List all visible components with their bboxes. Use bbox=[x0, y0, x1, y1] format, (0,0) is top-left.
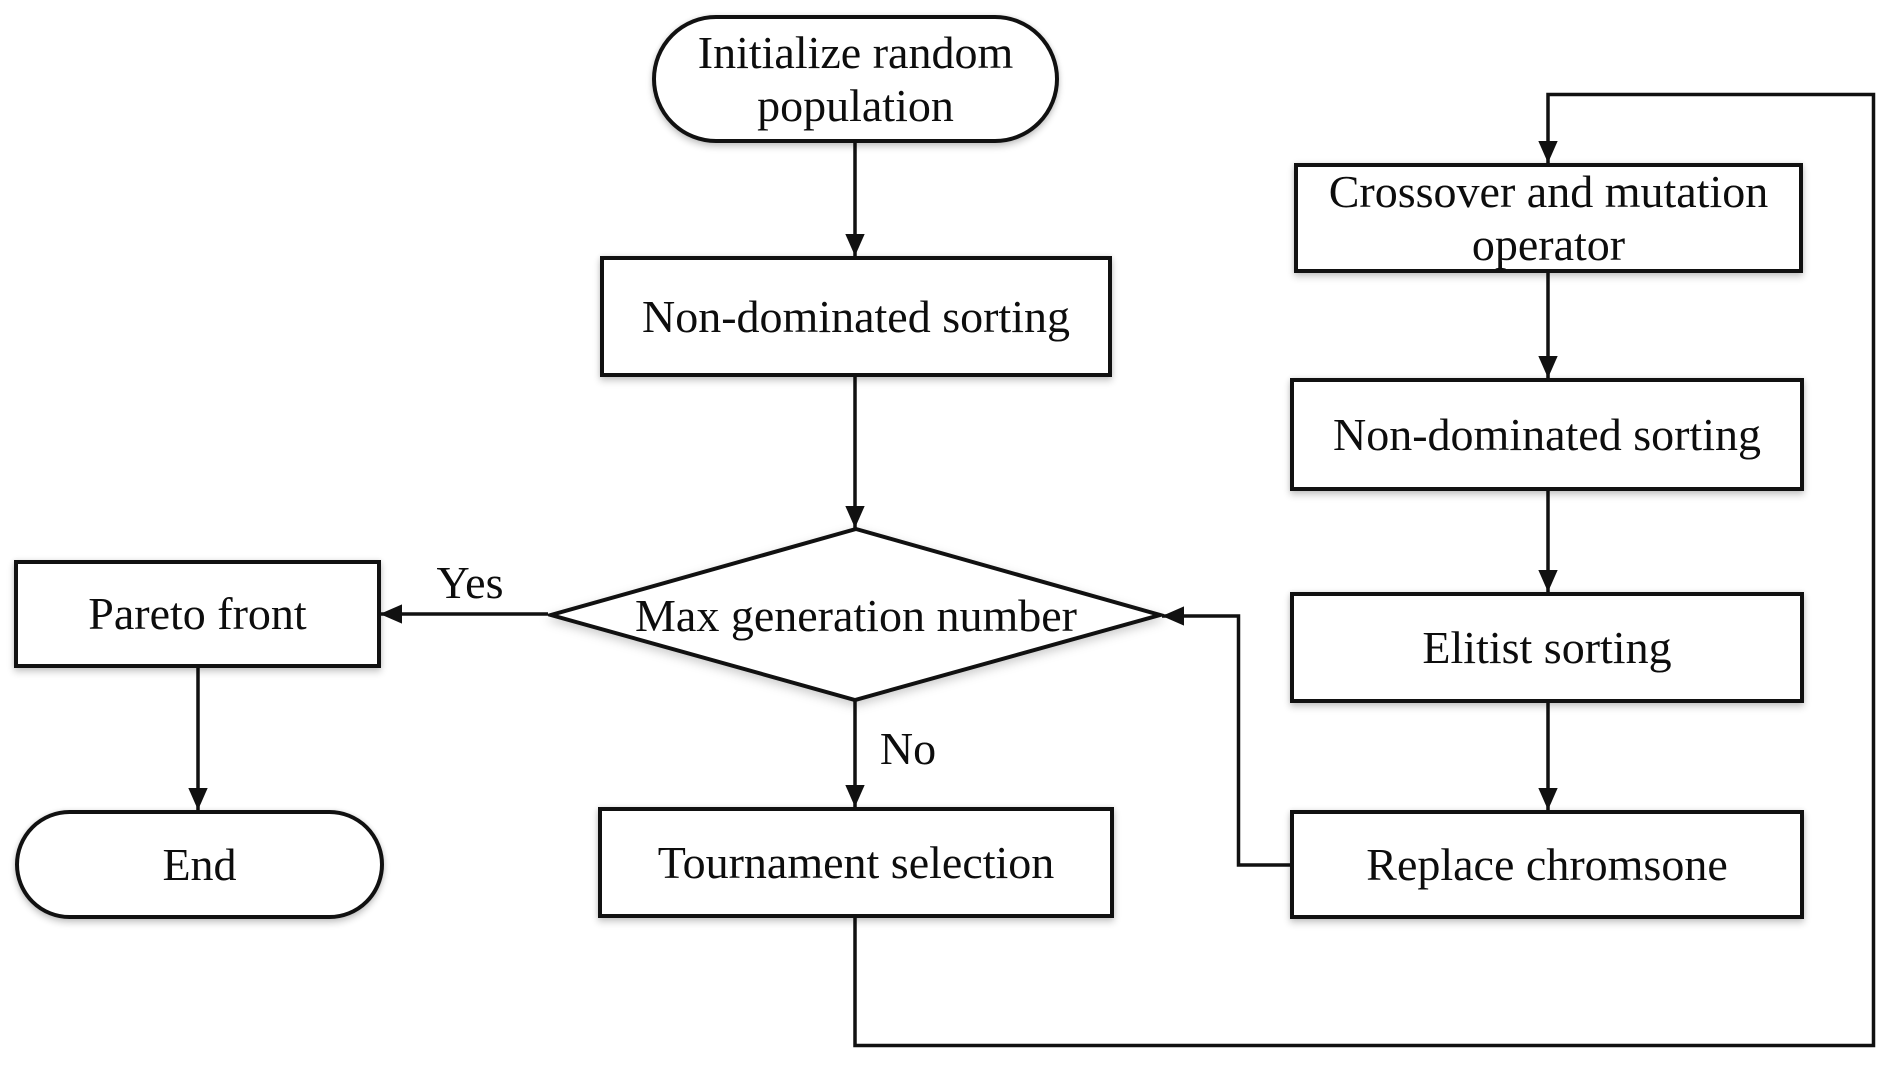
decision-diamond-shape bbox=[548, 527, 1164, 703]
node-non-dominated-sorting-right: Non-dominated sorting bbox=[1290, 378, 1804, 491]
node-label: Tournament selection bbox=[657, 836, 1055, 888]
node-label: Pareto front bbox=[88, 588, 307, 640]
node-end: End bbox=[15, 810, 384, 919]
node-max-generation-decision: Max generation number bbox=[548, 527, 1164, 703]
edge-label-no: No bbox=[879, 723, 937, 774]
node-initialize-population: Initialize random population bbox=[652, 15, 1059, 143]
node-replace-chromsone: Replace chromsone bbox=[1290, 810, 1804, 919]
node-label: Initialize random bbox=[697, 26, 1014, 78]
node-elitist-sorting: Elitist sorting bbox=[1290, 592, 1804, 703]
node-label: Crossover and mutation bbox=[1328, 165, 1769, 217]
edge-label-yes: Yes bbox=[436, 557, 504, 608]
node-label: Elitist sorting bbox=[1422, 621, 1672, 673]
node-label: Max generation number bbox=[635, 589, 1077, 641]
edge-replace-to-decision bbox=[1162, 606, 1290, 867]
node-label: Replace chromsone bbox=[1366, 838, 1728, 890]
node-crossover-mutation: Crossover and mutation operator bbox=[1294, 163, 1803, 273]
node-pareto-front: Pareto front bbox=[14, 560, 381, 668]
node-tournament-selection: Tournament selection bbox=[598, 807, 1114, 918]
node-label: Non-dominated sorting bbox=[1333, 408, 1761, 460]
node-label: End bbox=[162, 838, 237, 890]
node-label: population bbox=[757, 80, 954, 131]
node-label: Non-dominated sorting bbox=[642, 290, 1070, 342]
edge-tournament-loop-to-crossover bbox=[853, 92, 1876, 1048]
node-non-dominated-sorting-main: Non-dominated sorting bbox=[600, 256, 1112, 377]
node-label: operator bbox=[1471, 219, 1626, 270]
